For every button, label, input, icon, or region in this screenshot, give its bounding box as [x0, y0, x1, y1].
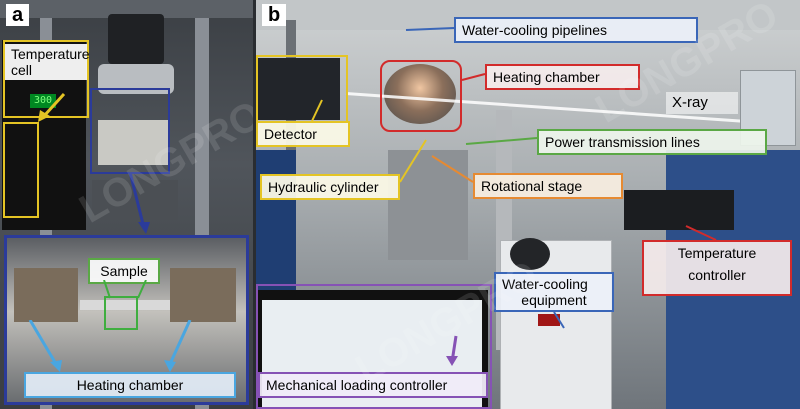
label-hydraulic-cylinder: Hydraulic cylinder	[260, 174, 400, 200]
label-temperature-controller: Temperature controller	[642, 240, 792, 296]
panel-letter-a: a	[6, 4, 30, 26]
specimen	[80, 300, 170, 310]
chamber-highlight	[380, 60, 462, 132]
arrow-to-cell	[38, 92, 66, 122]
leader-arrows	[311, 27, 717, 366]
load-cell	[108, 14, 164, 64]
label-sample: Sample	[88, 258, 160, 284]
label-xray: X-ray	[666, 92, 738, 114]
label-water-cooling-pipelines: Water-cooling pipelines	[454, 17, 698, 43]
panel-letter-b: b	[262, 4, 287, 26]
temperature-controller-line2: controller	[688, 267, 746, 283]
temperature-cell-highlight-lower	[3, 122, 39, 218]
right-grip-jaw	[170, 268, 236, 322]
arrow-to-inset	[128, 172, 150, 234]
label-heating-chamber-a: Heating chamber	[24, 372, 236, 398]
chiller-fan	[510, 238, 550, 270]
chiller-display	[538, 314, 560, 326]
furnace-body	[98, 120, 168, 165]
label-rotational-stage: Rotational stage	[473, 173, 623, 199]
sample-arrows	[103, 280, 147, 299]
temperature-controller-line1: Temperature	[677, 245, 757, 261]
temperature-controller-unit	[624, 190, 734, 230]
panel-b: Water-cooling pipelines Heating chamber …	[256, 0, 800, 409]
water-cooling-equipment-line2: equipment	[521, 292, 587, 308]
chamber-arrows	[28, 320, 192, 372]
detector-body	[256, 58, 340, 120]
label-mechanical-loading-controller: Mechanical loading controller	[258, 372, 488, 398]
left-grip-jaw	[14, 268, 78, 322]
label-temperature-cell: Temperature cell	[5, 44, 90, 80]
label-detector: Detector	[256, 121, 350, 147]
temperature-display: 300	[30, 94, 56, 108]
label-water-cooling-equipment: Water-cooling equipment	[494, 272, 614, 312]
label-heating-chamber-b: Heating chamber	[485, 64, 640, 90]
label-power-transmission-lines: Power transmission lines	[537, 129, 767, 155]
panel-a: 300 Temperature cell Sample	[0, 0, 253, 409]
water-cooling-equipment-line1: Water-cooling	[502, 276, 588, 292]
chamber-body	[384, 64, 456, 124]
frame-top-beam	[0, 0, 253, 18]
sample-highlight	[104, 296, 138, 330]
hydraulic-body	[388, 150, 468, 260]
monitor-highlight	[256, 284, 492, 409]
